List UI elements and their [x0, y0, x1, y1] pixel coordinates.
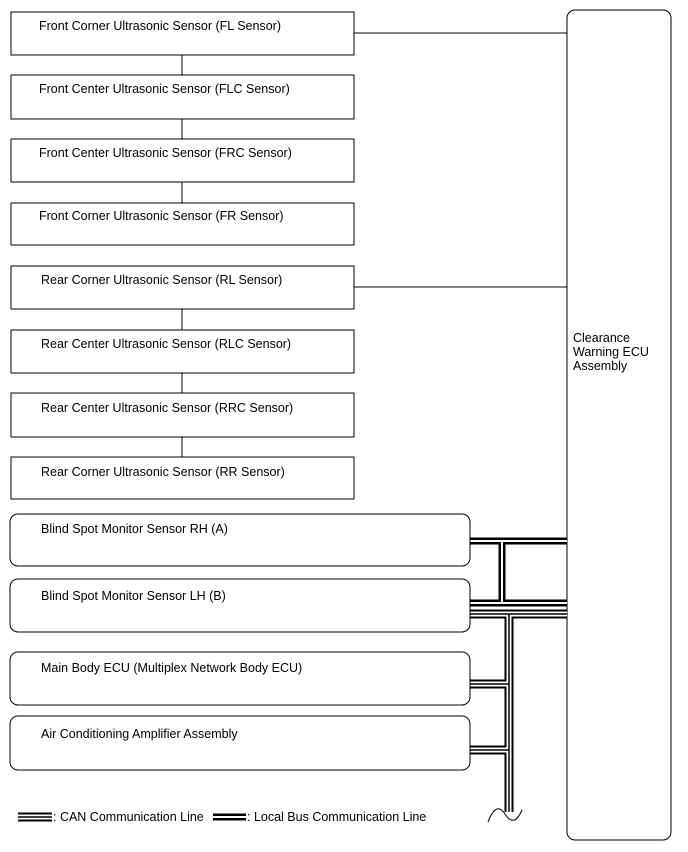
module-box-bsm-rh: Blind Spot Monitor Sensor RH (A) — [9, 513, 471, 567]
sensor-label: Rear Corner Ultrasonic Sensor (RR Sensor… — [41, 465, 285, 479]
local-bus-lines — [470, 537, 567, 607]
ecu-label-line-2: Warning ECU — [573, 345, 649, 359]
sensor-box-rl: Rear Corner Ultrasonic Sensor (RL Sensor… — [10, 265, 355, 310]
module-label: Blind Spot Monitor Sensor LH (B) — [41, 589, 226, 603]
sensor-box-flc: Front Center Ultrasonic Sensor (FLC Sens… — [10, 74, 355, 120]
legend-can-label: : CAN Communication Line — [53, 810, 204, 824]
sensor-box-rlc: Rear Center Ultrasonic Sensor (RLC Senso… — [10, 329, 355, 374]
module-box-bsm-lh: Blind Spot Monitor Sensor LH (B) — [9, 578, 471, 633]
module-label: Blind Spot Monitor Sensor RH (A) — [41, 522, 228, 536]
module-box-main-body-ecu: Main Body ECU (Multiplex Network Body EC… — [9, 651, 471, 706]
sensor-label: Rear Center Ultrasonic Sensor (RRC Senso… — [41, 401, 293, 415]
sensor-label: Rear Center Ultrasonic Sensor (RLC Senso… — [41, 337, 291, 351]
sensor-box-rrc: Rear Center Ultrasonic Sensor (RRC Senso… — [10, 392, 355, 438]
clearance-warning-ecu: Clearance Warning ECU Assembly — [566, 9, 672, 841]
sensor-label: Front Center Ultrasonic Sensor (FLC Sens… — [39, 82, 290, 96]
module-label: Main Body ECU (Multiplex Network Body EC… — [41, 661, 302, 675]
legend: : CAN Communication Line : Local Bus Com… — [18, 810, 426, 824]
sensor-wires — [181, 32, 567, 457]
sensor-label: Front Center Ultrasonic Sensor (FRC Sens… — [39, 146, 292, 160]
sensor-box-frc: Front Center Ultrasonic Sensor (FRC Sens… — [10, 138, 355, 183]
can-bus-lines — [470, 609, 567, 812]
module-label: Air Conditioning Amplifier Assembly — [41, 727, 238, 741]
ecu-label-line-3: Assembly — [573, 359, 628, 373]
sensor-label: Front Corner Ultrasonic Sensor (FL Senso… — [39, 19, 281, 33]
sensor-box-rr: Rear Corner Ultrasonic Sensor (RR Sensor… — [10, 456, 355, 500]
sensor-box-fl: Front Corner Ultrasonic Sensor (FL Senso… — [10, 11, 355, 56]
sensor-label: Front Corner Ultrasonic Sensor (FR Senso… — [39, 209, 284, 223]
legend-local-bus-label: : Local Bus Communication Line — [247, 810, 426, 824]
sensor-box-fr: Front Corner Ultrasonic Sensor (FR Senso… — [10, 202, 355, 246]
sensor-label: Rear Corner Ultrasonic Sensor (RL Sensor… — [41, 273, 282, 287]
bus-break-mark — [487, 808, 523, 823]
ecu-label-line-1: Clearance — [573, 331, 630, 345]
module-box-ac-amplifier: Air Conditioning Amplifier Assembly — [9, 715, 471, 771]
